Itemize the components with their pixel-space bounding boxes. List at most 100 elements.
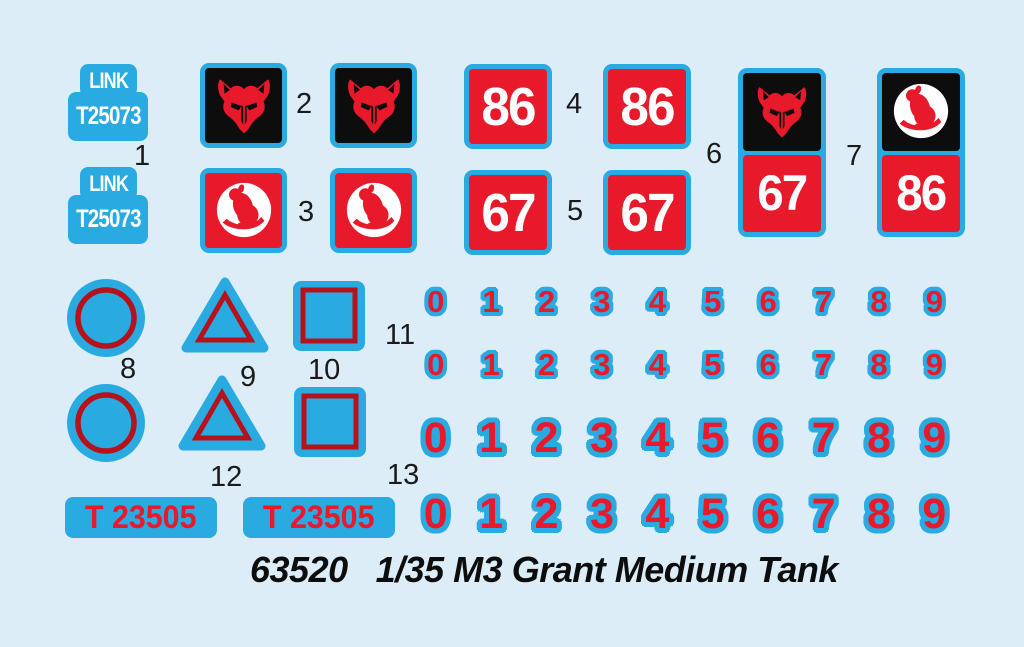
link-badge-bottom: T25073 <box>68 195 148 244</box>
callout-6: 6 <box>706 138 723 170</box>
number-67: 67 <box>757 165 808 222</box>
desert-rat-icon <box>893 83 949 138</box>
wolf-head-icon <box>757 86 807 138</box>
callout-8: 8 <box>120 353 137 385</box>
digit: 0 <box>423 490 448 538</box>
digit: 9 <box>922 414 947 462</box>
digit: 7 <box>811 490 836 538</box>
desert-rat-icon <box>346 182 401 237</box>
digit: 6 <box>756 490 781 538</box>
serial-text: T 23505 <box>263 499 375 535</box>
square-decal-2 <box>293 386 367 463</box>
wolf-head-icon <box>217 78 270 133</box>
square-icon <box>294 387 366 457</box>
kit-title: 1/35 M3 Grant Medium Tank <box>375 549 839 590</box>
digit-row-2: 0 1 2 3 4 5 6 7 8 9 <box>408 349 962 380</box>
digit: 7 <box>814 347 833 382</box>
digit: 9 <box>925 347 943 382</box>
triangle-icon <box>181 277 269 353</box>
callout-4: 4 <box>566 88 583 120</box>
link-badge-top: LINK <box>80 64 137 97</box>
square-icon <box>293 281 365 351</box>
callout-13: 13 <box>387 459 420 491</box>
digit-row-1: 0 1 2 3 4 5 6 7 8 9 <box>408 286 962 317</box>
link-badge-line2: T25073 <box>75 102 141 130</box>
number-86: 86 <box>481 76 536 137</box>
link-badge-2: LINK T25073 <box>68 167 148 244</box>
digit: 4 <box>645 490 670 538</box>
digit: 7 <box>814 284 833 319</box>
digit: 3 <box>593 284 611 319</box>
digit-row-4: 0 1 2 3 4 5 6 7 8 9 <box>408 493 962 536</box>
link-badge-1: LINK T25073 <box>68 64 148 141</box>
kit-number: 63520 <box>250 549 348 590</box>
callout-7: 7 <box>846 140 863 172</box>
serial-badge-2: T 23505 <box>243 497 395 538</box>
callout-2: 2 <box>296 88 313 120</box>
number-86: 86 <box>620 76 675 137</box>
link-badge-line1: LINK <box>89 67 129 93</box>
digit-row-3: 0 1 2 3 4 5 6 7 8 9 <box>408 417 962 460</box>
callout-1: 1 <box>134 140 151 172</box>
digit: 0 <box>423 414 448 462</box>
digit: 2 <box>534 490 559 538</box>
square-decal-1 <box>292 280 366 357</box>
link-badge-bottom: T25073 <box>68 92 148 141</box>
digit: 6 <box>759 347 777 382</box>
digit: 6 <box>759 284 777 319</box>
digit: 8 <box>870 347 888 382</box>
digit: 5 <box>704 347 722 382</box>
callout-11: 11 <box>385 319 416 351</box>
digit: 7 <box>811 414 836 462</box>
rat-decal-2 <box>330 168 417 253</box>
callout-10: 10 <box>308 354 341 386</box>
circle-decal-1 <box>66 278 146 363</box>
triangle-icon <box>178 375 266 451</box>
digit: 2 <box>537 347 556 382</box>
digit: 0 <box>427 284 445 319</box>
digit: 4 <box>648 284 666 319</box>
circle-icon <box>67 384 145 462</box>
wolf-decal-1 <box>200 63 287 148</box>
digit: 9 <box>925 284 943 319</box>
stacked-rat-86-decal: 86 <box>877 68 965 237</box>
digit: 5 <box>700 490 725 538</box>
callout-3: 3 <box>298 196 315 228</box>
callout-12: 12 <box>210 461 243 493</box>
number-67: 67 <box>620 182 675 243</box>
callout-5: 5 <box>567 195 584 227</box>
digit: 8 <box>870 284 888 319</box>
number-67-decal-2: 67 <box>603 170 691 255</box>
serial-badge-1: T 23505 <box>65 497 217 538</box>
digit: 2 <box>534 414 559 462</box>
triangle-decal-2 <box>178 372 266 459</box>
digit: 3 <box>589 414 614 462</box>
digit: 5 <box>704 284 722 319</box>
digit: 4 <box>645 414 670 462</box>
circle-icon <box>67 279 145 357</box>
link-badge-line1: LINK <box>89 170 129 196</box>
number-67: 67 <box>481 182 536 243</box>
digit: 3 <box>589 490 614 538</box>
digit: 4 <box>648 347 666 382</box>
link-badge-top: LINK <box>80 167 137 200</box>
rat-decal-1 <box>200 168 287 253</box>
digit: 8 <box>866 414 891 462</box>
wolf-head-icon <box>347 78 400 133</box>
number-86: 86 <box>896 165 947 222</box>
digit: 5 <box>700 414 725 462</box>
digit: 0 <box>427 347 445 382</box>
number-67-decal-1: 67 <box>464 170 552 255</box>
circle-decal-2 <box>66 383 146 468</box>
digit: 1 <box>482 284 500 319</box>
callout-9: 9 <box>240 361 257 393</box>
number-86-decal-1: 86 <box>464 64 552 149</box>
triangle-decal-1 <box>181 274 269 361</box>
digit: 6 <box>756 414 781 462</box>
serial-text: T 23505 <box>85 499 197 535</box>
digit: 8 <box>866 490 891 538</box>
footer-title: 63520 1/35 M3 Grant Medium Tank <box>250 549 838 591</box>
digit: 1 <box>479 414 504 462</box>
number-86-decal-2: 86 <box>603 64 691 149</box>
